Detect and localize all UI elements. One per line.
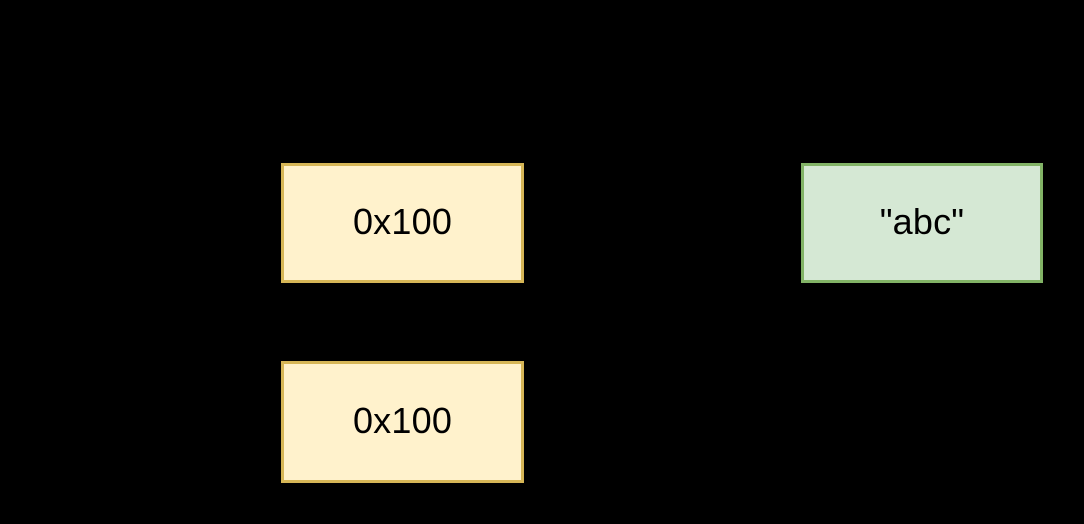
node-string-value[interactable]: "abc" xyxy=(801,163,1043,283)
node-pointer-bottom-label: 0x100 xyxy=(352,400,453,441)
node-pointer-top-label: 0x100 xyxy=(352,201,453,242)
arrowhead-icon xyxy=(545,415,564,431)
edge-pointer-bottom-to-string xyxy=(520,415,564,431)
node-pointer-bottom[interactable]: 0x100 xyxy=(281,361,524,483)
edge-pointer-top-to-string xyxy=(520,217,806,233)
node-string-value-label: "abc" xyxy=(879,201,965,242)
node-pointer-top[interactable]: 0x100 xyxy=(281,163,524,283)
